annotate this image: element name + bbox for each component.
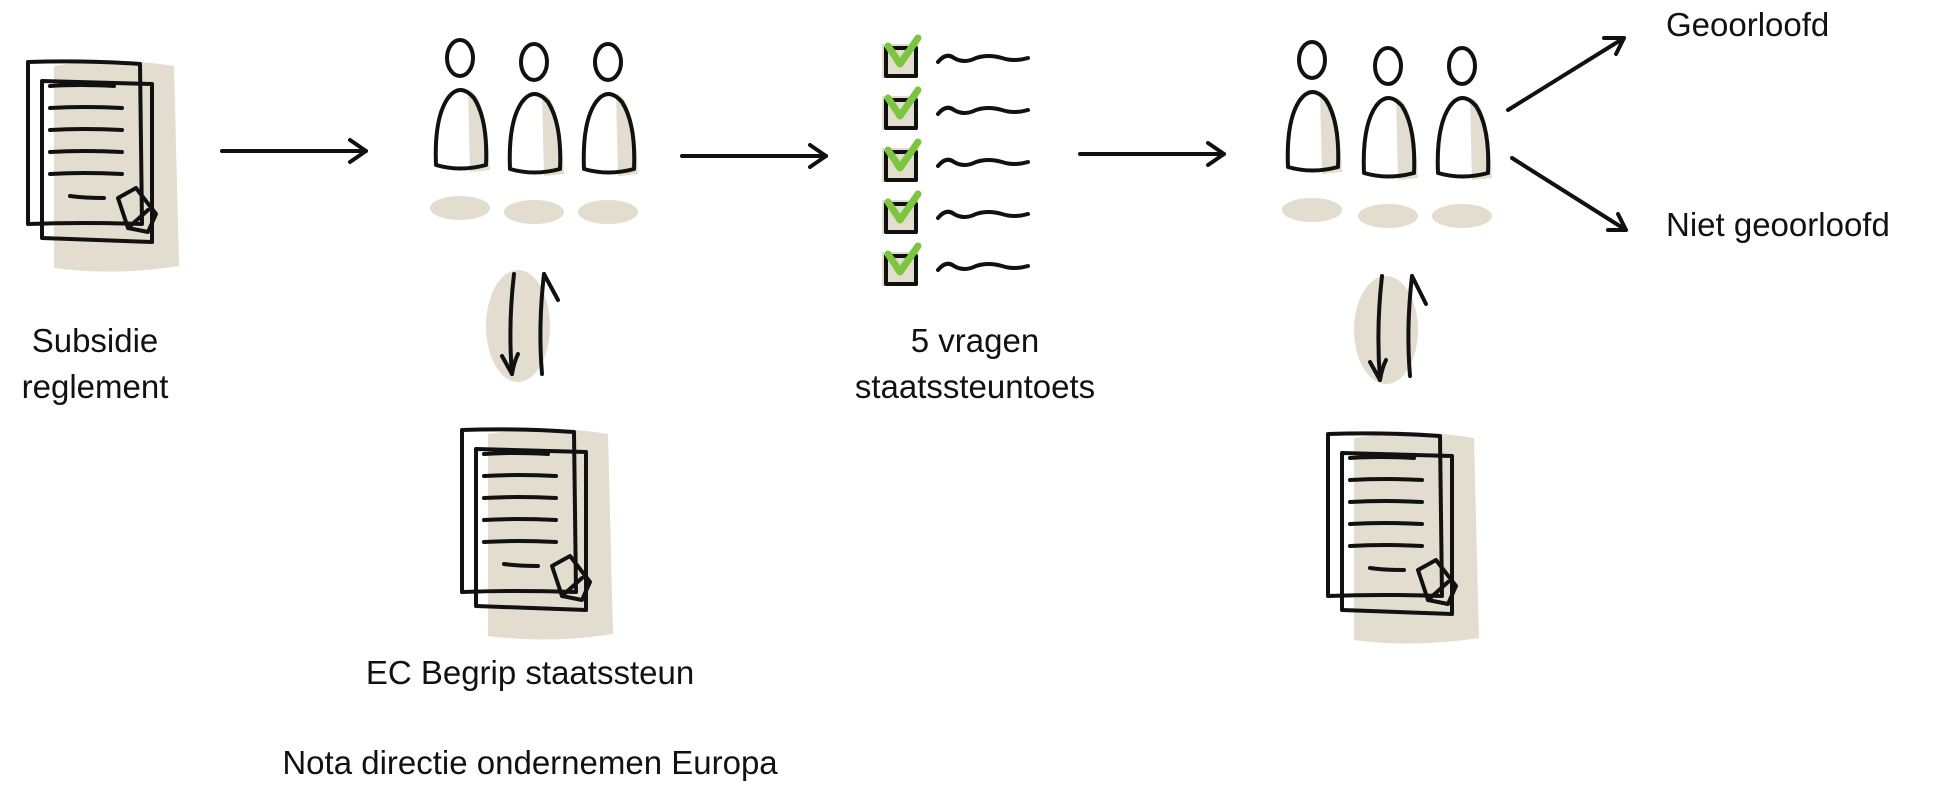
vragen-label-line1: 5 vragen [910, 322, 1040, 359]
arrow-right-icon [220, 138, 368, 164]
subsidie-reglement-document-icon [26, 59, 181, 274]
ec-begrip-document-icon [460, 427, 615, 642]
niet-geoorloofd-label: Niet geoorloofd [1666, 206, 1890, 243]
checklist-icon [882, 38, 1028, 286]
subsidie-label-line2: reglement [21, 368, 169, 405]
nota-label: Nota directie ondernemen Europa [282, 744, 778, 781]
arrow-up-right-icon [1506, 36, 1626, 112]
arrow-right-icon [680, 143, 828, 169]
vragen-staatssteuntoets-label: 5 vragen staatssteuntoets [830, 318, 1120, 410]
geoorloofd-label: Geoorloofd [1666, 6, 1830, 43]
arrow-down-right-icon [1510, 156, 1628, 232]
result-document-icon [1326, 431, 1481, 646]
group-of-people-icon [428, 38, 640, 226]
ec-begrip-label: EC Begrip staatssteun [365, 654, 695, 691]
vragen-label-line2: staatssteuntoets [854, 368, 1096, 405]
subsidie-label-line1: Subsidie [31, 322, 159, 359]
two-way-exchange-arrows-icon [1354, 274, 1428, 384]
two-way-exchange-arrows-icon [486, 270, 560, 382]
group-of-people-icon [1280, 40, 1494, 230]
arrow-right-icon [1078, 141, 1226, 167]
subsidie-reglement-label: Subsidie reglement [0, 318, 190, 410]
